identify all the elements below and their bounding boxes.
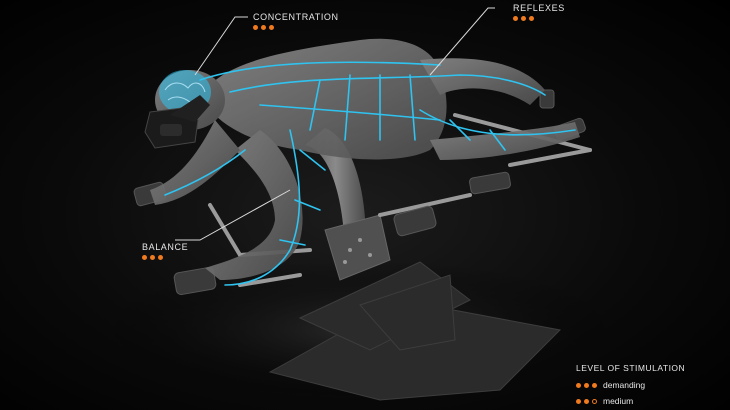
balance-level-dots (142, 255, 163, 260)
vr-headset-icon (144, 95, 210, 149)
legend-label-medium: medium (603, 396, 634, 406)
dot-icon (150, 255, 155, 260)
dot-icon (576, 398, 581, 404)
machine-base (268, 261, 562, 401)
legend-title: LEVEL OF STIMULATION (576, 363, 686, 373)
legend-dots-medium (576, 398, 597, 404)
machine-column (305, 128, 391, 281)
callout-concentration-label: CONCENTRATION (253, 12, 339, 22)
legend-item-medium: medium (576, 396, 633, 406)
dot-icon (261, 25, 266, 30)
dot-icon (158, 255, 163, 260)
legend-label-demanding: demanding (603, 380, 646, 390)
callout-lines (175, 7, 495, 241)
dot-icon (592, 382, 597, 388)
legend-item-demanding: demanding (576, 380, 645, 390)
reflexes-level-dots (513, 16, 534, 21)
dot-icon (521, 16, 526, 21)
nervous-system-lines (164, 61, 576, 286)
legend-dots-demanding (576, 382, 597, 388)
dot-icon (142, 255, 147, 260)
concentration-level-dots (253, 25, 274, 30)
empty-dot-icon (592, 399, 597, 404)
machine-rails (208, 113, 592, 287)
dot-icon (253, 25, 258, 30)
dot-icon (513, 16, 518, 21)
dot-icon (576, 382, 581, 388)
dot-icon (529, 16, 534, 21)
human-figure (150, 38, 580, 280)
dot-icon (584, 398, 589, 404)
dot-icon (584, 382, 589, 388)
dot-icon (269, 25, 274, 30)
callout-balance-label: BALANCE (142, 242, 189, 252)
callout-reflexes-label: REFLEXES (513, 3, 565, 13)
